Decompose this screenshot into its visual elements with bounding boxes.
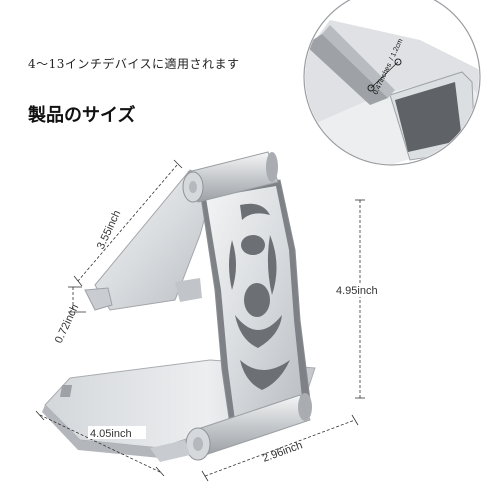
compatibility-caption: 4〜13インチデバイスに適用されます — [28, 57, 240, 71]
total-height-label: 4.95inch — [336, 285, 378, 297]
bottom-hinge — [150, 393, 312, 462]
dim-total-height: 4.95inch — [332, 199, 392, 399]
back-height-label: 3.55inch — [95, 208, 123, 251]
base-depth-label: 4.05inch — [90, 428, 132, 440]
back-arm — [84, 169, 216, 311]
dim-base-depth: 4.05inch — [35, 410, 165, 477]
logo-icon — [59, 385, 73, 397]
lip-height-label: 0.72inch — [53, 302, 81, 345]
dim-lip-height: 0.72inch — [53, 286, 86, 345]
top-hinge — [182, 151, 279, 203]
size-title: 製品のサイズ — [28, 105, 136, 126]
zoom-detail: 0.47inches / 1.2cm — [303, 0, 481, 166]
cutout-top — [240, 203, 270, 220]
front-plate — [199, 179, 311, 439]
